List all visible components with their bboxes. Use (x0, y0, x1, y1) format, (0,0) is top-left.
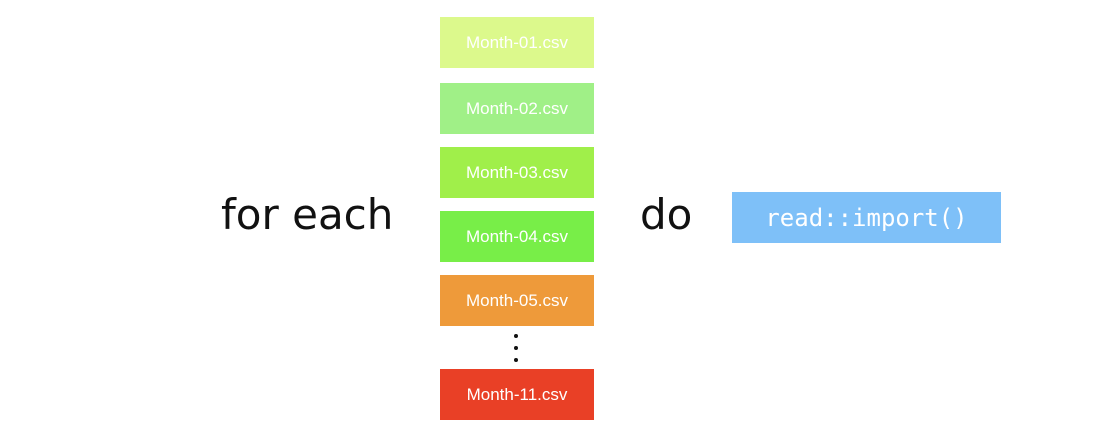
file-name: Month-11.csv (466, 384, 568, 404)
file-name: Month-02.csv (465, 98, 569, 118)
function-call-text: read::import() (765, 203, 968, 232)
file-name: Month-05.csv (465, 290, 569, 310)
file-name: Month-04.csv (465, 226, 569, 246)
file-name: Month-03.csv (465, 162, 569, 182)
file-box-month-01: Month-01.csv (440, 17, 594, 68)
function-call-box: read::import() (732, 192, 1001, 243)
file-box-month-05: Month-05.csv (440, 275, 594, 326)
for-each-label: for each (221, 190, 394, 239)
file-box-month-03: Month-03.csv (440, 147, 594, 198)
do-label: do (640, 190, 693, 239)
file-box-month-04: Month-04.csv (440, 211, 594, 262)
ellipsis-dot (514, 334, 518, 338)
ellipsis-dot (514, 346, 518, 350)
file-box-month-11: Month-11.csv (440, 369, 594, 420)
ellipsis-dot (514, 358, 518, 362)
file-name: Month-01.csv (465, 32, 569, 52)
vertical-ellipsis-icon (508, 334, 524, 362)
file-box-month-02: Month-02.csv (440, 83, 594, 134)
